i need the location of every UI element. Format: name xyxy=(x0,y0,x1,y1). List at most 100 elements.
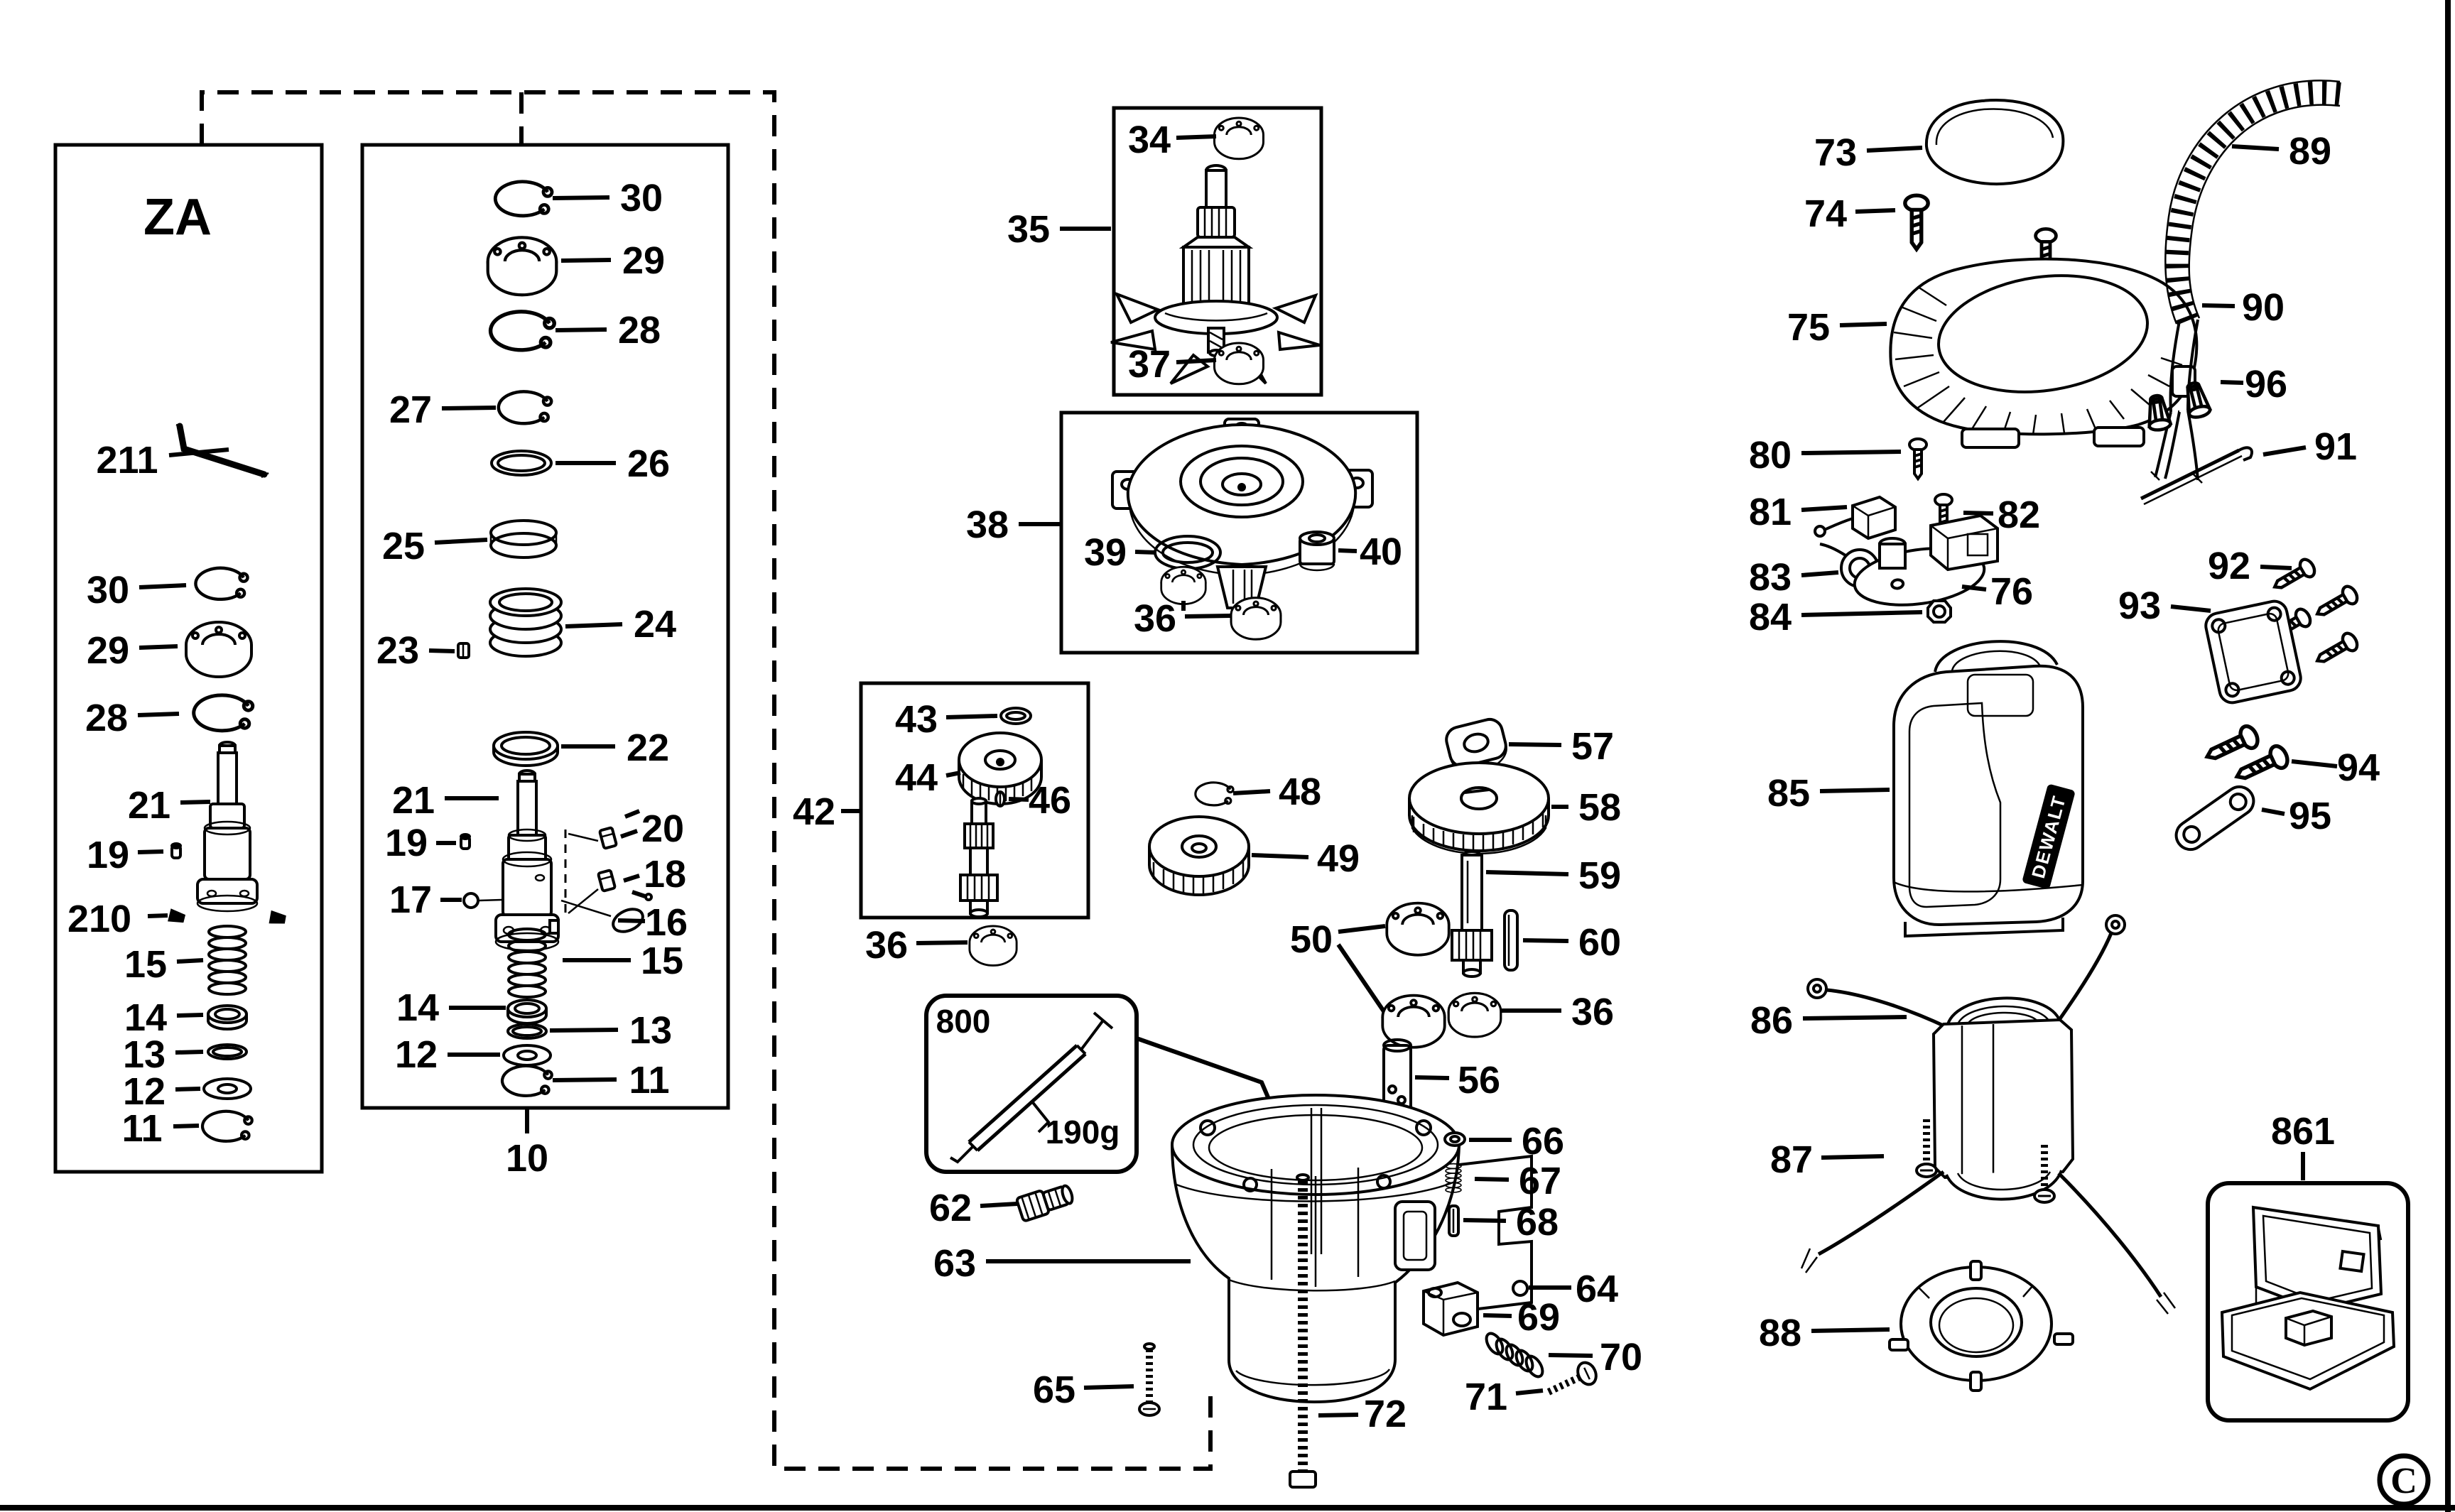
part-drawing-11-snapring xyxy=(502,1066,552,1096)
leader-line-62 xyxy=(980,1202,1018,1208)
za-kit-box xyxy=(53,143,324,1174)
part-drawing-80-screw xyxy=(1908,437,1928,480)
part-drawing-81-brush xyxy=(1814,495,1897,540)
part-drawing-12-za-washer xyxy=(202,1077,252,1100)
part-label-22: 22 xyxy=(627,727,669,769)
leader-line-89 xyxy=(2231,144,2280,151)
leader-line-83 xyxy=(1801,570,1839,577)
part-label-28: 28 xyxy=(85,697,128,739)
leader-line-73 xyxy=(1866,146,1923,153)
part-drawing-28-retaining-ring xyxy=(491,312,555,350)
leader-line-59 xyxy=(1485,870,1569,876)
part-drawing-59-shaft xyxy=(1451,850,1493,978)
part-label-48: 48 xyxy=(1279,771,1321,813)
part-drawing-42-shaft xyxy=(959,797,999,918)
part-label-75: 75 xyxy=(1787,306,1830,349)
leader-line-56 xyxy=(1414,1075,1450,1080)
part-label-38: 38 xyxy=(966,504,1009,546)
part-drawing-95-link xyxy=(2174,785,2255,852)
part-label-19: 19 xyxy=(87,834,129,876)
part-label-57: 57 xyxy=(1571,725,1614,768)
leader-line-50 xyxy=(1336,943,1386,1013)
grease-instruction-box: 800 190g xyxy=(924,994,1300,1174)
part-drawing-11-za-snapring xyxy=(202,1111,252,1141)
grease-gun-icon xyxy=(949,1011,1114,1164)
part-label-93: 93 xyxy=(2118,584,2161,627)
part-drawing-68-pin xyxy=(1448,1204,1460,1237)
part-label-60: 60 xyxy=(1578,921,1621,964)
part-drawing-16-roller xyxy=(560,899,644,933)
part-drawing-64-ball xyxy=(1512,1280,1529,1297)
leader-line-30 xyxy=(552,195,610,200)
part-label-64: 64 xyxy=(1576,1268,1618,1310)
part-drawing-76-brush-holder xyxy=(1853,513,1999,607)
leader-line-20 xyxy=(620,829,638,839)
part-drawing-43-oring xyxy=(999,707,1032,725)
part-drawing-25-rings xyxy=(489,519,558,559)
part-drawing-66-nut xyxy=(1443,1131,1466,1147)
part-label-36: 36 xyxy=(1571,991,1614,1033)
part-label-29: 29 xyxy=(87,629,129,672)
part-drawing-23-pin xyxy=(457,642,470,659)
part-label-87: 87 xyxy=(1770,1138,1813,1181)
part-drawing-62-hose-fitting xyxy=(1015,1184,1074,1222)
part-drawing-88-baffle xyxy=(1888,1260,2074,1392)
part-label-12: 12 xyxy=(395,1033,438,1076)
za-box-title: ZA xyxy=(143,189,212,246)
part-drawing-14-cup xyxy=(506,999,548,1025)
part-drawing-85-motor-housing: DEWALT xyxy=(1892,640,2084,938)
part-label-89: 89 xyxy=(2289,130,2331,173)
leader-line-88 xyxy=(1811,1327,1890,1333)
leader-line-44 xyxy=(945,771,961,778)
part-label-15: 15 xyxy=(641,940,683,982)
part-drawing-38-mount-flange xyxy=(1111,418,1374,609)
leader-line-39 xyxy=(1134,550,1157,555)
part-drawing-211-hex-key xyxy=(175,423,269,479)
part-label-46: 46 xyxy=(1029,779,1071,822)
leader-line-34 xyxy=(1176,134,1217,140)
part-drawing-36-bearing-b xyxy=(968,925,1018,967)
part-label-94: 94 xyxy=(2337,746,2380,789)
part-label-91: 91 xyxy=(2314,425,2357,468)
leader-line-76 xyxy=(1961,584,1987,592)
part-label-19: 19 xyxy=(385,822,428,864)
leader-line-87 xyxy=(1821,1154,1885,1160)
part-label-82: 82 xyxy=(1998,494,2040,536)
part-label-36: 36 xyxy=(865,924,908,967)
grease-part-number: 800 xyxy=(936,1003,991,1040)
leader-line-46 xyxy=(1008,797,1029,802)
part-label-34: 34 xyxy=(1128,119,1171,161)
part-label-76: 76 xyxy=(1990,570,2033,613)
part-label-67: 67 xyxy=(1519,1160,1561,1202)
leader-line-80 xyxy=(1801,450,1902,455)
leader-line-43 xyxy=(945,714,998,719)
part-label-49: 49 xyxy=(1317,837,1360,880)
leader-line-69 xyxy=(1483,1313,1512,1318)
part-drawing-58-gear xyxy=(1408,761,1550,855)
part-drawing-86-field xyxy=(1800,914,2177,1315)
leader-line-28 xyxy=(137,712,180,717)
leader-line-18 xyxy=(623,874,640,883)
part-label-81: 81 xyxy=(1749,491,1792,533)
part-label-26: 26 xyxy=(627,442,670,485)
armature-box xyxy=(1112,106,1323,397)
leader-line-71 xyxy=(1515,1388,1544,1396)
part-label-35: 35 xyxy=(1007,208,1050,251)
part-drawing-26-ring xyxy=(490,450,553,477)
part-label-21: 21 xyxy=(128,784,170,827)
part-drawing-37-bearing xyxy=(1213,342,1264,386)
part-label-36: 36 xyxy=(1134,597,1176,640)
part-drawing-22-ring xyxy=(492,731,559,767)
part-label-14: 14 xyxy=(396,986,439,1029)
leader-line-50 xyxy=(1338,924,1386,934)
part-label-96: 96 xyxy=(2245,363,2287,406)
part-drawing-210-screws xyxy=(168,908,286,924)
leader-line-81 xyxy=(1801,505,1848,512)
part-label-11: 11 xyxy=(121,1107,162,1150)
part-label-90: 90 xyxy=(2242,286,2285,329)
leader-line-95 xyxy=(2261,807,2285,816)
part-drawing-48-snapring xyxy=(1194,781,1235,807)
part-drawing-18-clip xyxy=(597,869,653,901)
